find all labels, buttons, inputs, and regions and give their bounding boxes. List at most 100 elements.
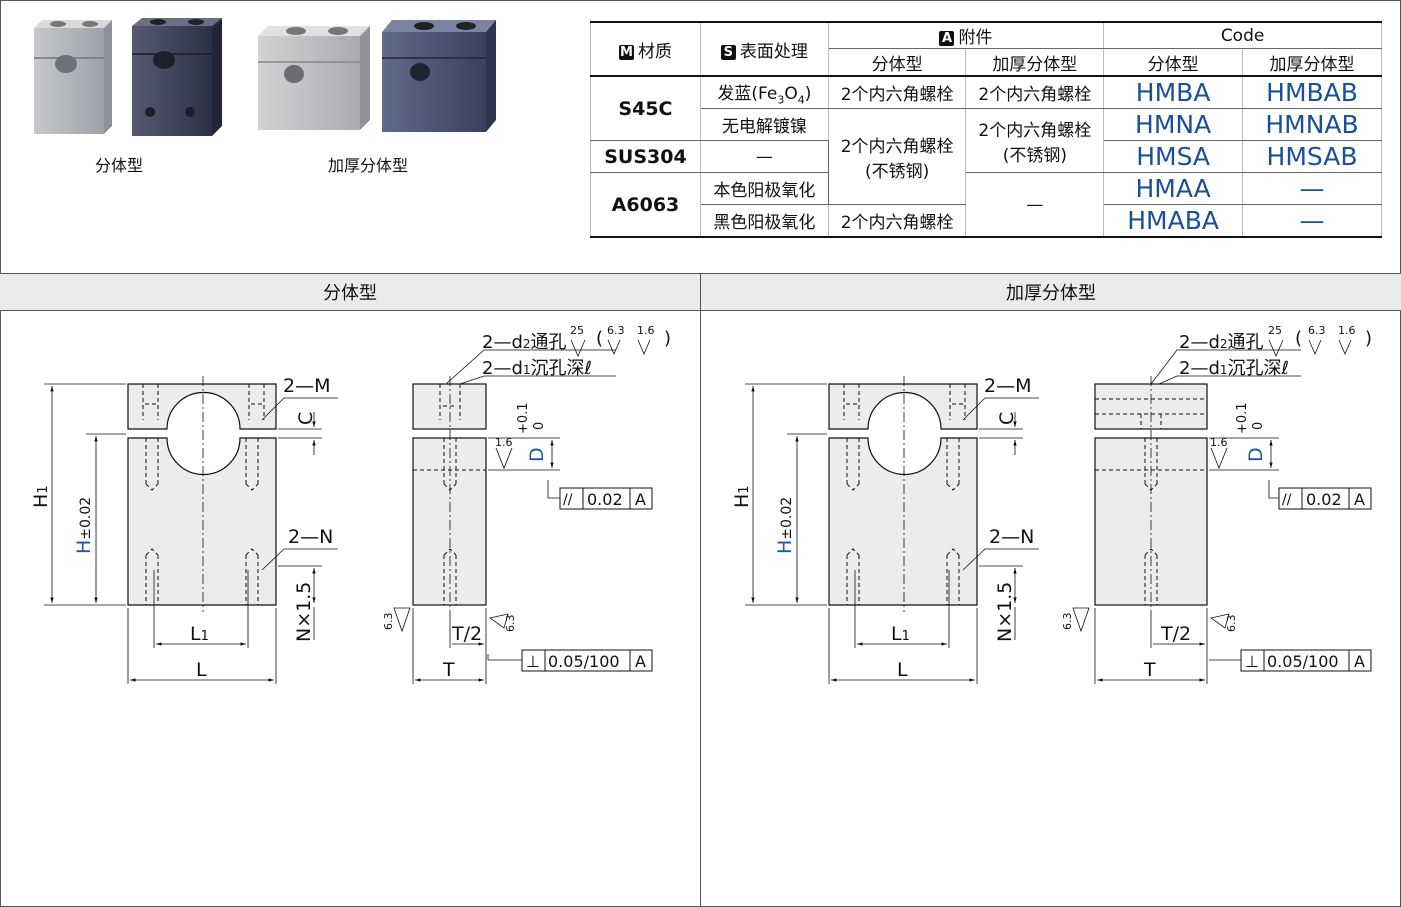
label-t-half: T/2 xyxy=(451,623,482,645)
rough-16-top: 1.6 xyxy=(1338,324,1356,337)
perp-tolerance-frame xyxy=(1240,649,1372,672)
label-t: T xyxy=(1143,659,1156,681)
header-code: Code xyxy=(1103,21,1382,49)
tag-m-icon: M xyxy=(618,44,634,60)
rough-16-top: 1.6 xyxy=(637,324,655,337)
label-2m: 2—M xyxy=(283,375,330,397)
accessory-thick-stainless: 2个内六角螺栓(不锈钢) xyxy=(965,108,1105,173)
rough-25: 25 xyxy=(570,324,584,337)
label-l: L xyxy=(897,659,908,681)
paren-close: ) xyxy=(1365,328,1372,349)
drawing-split-type: 2—M 2—N C H1 H±0.02 L1 L N×1.5 T T/2 D +… xyxy=(30,324,671,684)
subheader-thick-split: 加厚分体型 xyxy=(965,48,1105,77)
table-row: 黑色阳极氧化 2个内六角螺栓 HMABA — xyxy=(591,204,1382,238)
table-row: S45C 发蓝(Fe3O4) 2个内六角螺栓 2个内六角螺栓 HMBA HMBA… xyxy=(590,75,1382,141)
parallel-datum: A xyxy=(1354,490,1365,509)
label-l: L xyxy=(196,659,207,681)
section-divider xyxy=(700,274,701,907)
label-d-tol-low: 0 xyxy=(1251,422,1266,430)
front-top-block xyxy=(828,383,978,430)
perp-symbol: ⊥ xyxy=(1245,652,1259,671)
subheader-split: 分体型 xyxy=(827,48,967,77)
parallel-value: 0.02 xyxy=(587,490,623,509)
perp-symbol: ⊥ xyxy=(526,652,540,671)
label-l1: L1 xyxy=(190,623,209,645)
material-s45c: S45C xyxy=(590,75,701,141)
front-bottom-block xyxy=(127,437,277,606)
label-c: C xyxy=(996,412,1018,425)
label-2n: 2—N xyxy=(288,526,333,548)
surface-blue: 发蓝(Fe3O4) xyxy=(699,75,829,109)
label-d1-hole: 2—d1沉孔深ℓ xyxy=(1179,358,1289,379)
code-dash-1: — xyxy=(1242,172,1382,205)
rough-16-side: 1.6 xyxy=(495,436,513,449)
side-top-block xyxy=(412,383,487,430)
label-n: N×1.5 xyxy=(994,582,1016,642)
photo-thick-split-type xyxy=(258,20,496,132)
photo-label-split: 分体型 xyxy=(95,156,144,175)
label-2n: 2—N xyxy=(989,526,1034,548)
code-hmsa: HMSA xyxy=(1103,140,1244,173)
label-d-tol-up: +0.1 xyxy=(1235,402,1250,434)
rough-25: 25 xyxy=(1268,324,1282,337)
drawing-thick-split-type: 2—M 2—N C H1 H±0.02 L1 L N×1.5 T T/2 D +… xyxy=(731,324,1372,684)
label-n: N×1.5 xyxy=(293,582,315,642)
code-dash-2: — xyxy=(1242,204,1382,238)
paren-close: ) xyxy=(664,328,671,349)
label-d: D xyxy=(526,447,548,462)
rough-63-left: 6.3 xyxy=(1061,613,1074,631)
label-c: C xyxy=(295,412,317,425)
label-d-tol-up: +0.1 xyxy=(516,402,531,434)
material-a6063: A6063 xyxy=(590,172,701,238)
code-hmna: HMNA xyxy=(1103,108,1244,141)
accessory-thick: 2个内六角螺栓 xyxy=(965,75,1105,109)
accessory-split: 2个内六角螺栓 xyxy=(827,75,967,109)
label-h1: H1 xyxy=(30,485,52,508)
perp-datum: A xyxy=(1354,652,1365,671)
label-d-tol-low: 0 xyxy=(532,422,547,430)
surface-nickel: 无电解镀镍 xyxy=(699,108,829,141)
table-row: SUS304 — HMSA HMSAB xyxy=(590,140,1382,173)
rough-63-left: 6.3 xyxy=(382,613,395,631)
label-h1: H1 xyxy=(731,485,753,508)
tag-s-icon: S xyxy=(720,44,736,60)
code-hmba: HMBA xyxy=(1103,75,1244,109)
accessory-split-black: 2个内六角螺栓 xyxy=(827,204,967,238)
accessory-split-stainless: 2个内六角螺栓(不锈钢) xyxy=(827,108,967,205)
section-header-thick-split: 加厚分体型 xyxy=(701,274,1401,311)
code-hmbab: HMBAB xyxy=(1242,75,1382,109)
subheader-code-split: 分体型 xyxy=(1103,48,1244,77)
label-l1: L1 xyxy=(891,623,910,645)
table-subheader-row: 分体型 加厚分体型 分体型 加厚分体型 xyxy=(591,48,1382,77)
rough-16-side: 1.6 xyxy=(1210,436,1228,449)
label-d1-hole: 2—d1沉孔深ℓ xyxy=(482,358,592,379)
photo-label-thick-split: 加厚分体型 xyxy=(328,156,409,175)
label-t-half: T/2 xyxy=(1160,623,1191,645)
rough-63-top: 6.3 xyxy=(607,324,625,337)
perp-value: 0.05/100 xyxy=(548,652,620,671)
code-hmaba: HMABA xyxy=(1103,204,1244,238)
top-divider xyxy=(0,273,1401,274)
front-bottom-block xyxy=(828,437,978,606)
paren-open: ( xyxy=(1295,328,1302,349)
parallel-datum: A xyxy=(635,490,646,509)
surface-black-anodize: 黑色阳极氧化 xyxy=(699,204,829,238)
rough-63-right: 6.3 xyxy=(1225,615,1238,633)
accessory-thick-dash: — xyxy=(965,172,1105,238)
photo-split-type xyxy=(34,18,222,136)
label-d2-hole: 2—d2通孔 xyxy=(482,332,567,353)
code-hmnab: HMNAB xyxy=(1242,108,1382,141)
code-hmaa: HMAA xyxy=(1103,172,1244,205)
material-sus304: SUS304 xyxy=(590,140,701,173)
rough-63-right: 6.3 xyxy=(504,615,517,633)
tag-a-icon: A xyxy=(939,31,955,46)
table-row: A6063 本色阳极氧化 — HMAA — xyxy=(590,172,1382,238)
paren-open: ( xyxy=(596,328,603,349)
surface-natural-anodize: 本色阳极氧化 xyxy=(699,172,829,205)
parallel-value: 0.02 xyxy=(1306,490,1342,509)
parallel-symbol: // xyxy=(1282,492,1292,508)
